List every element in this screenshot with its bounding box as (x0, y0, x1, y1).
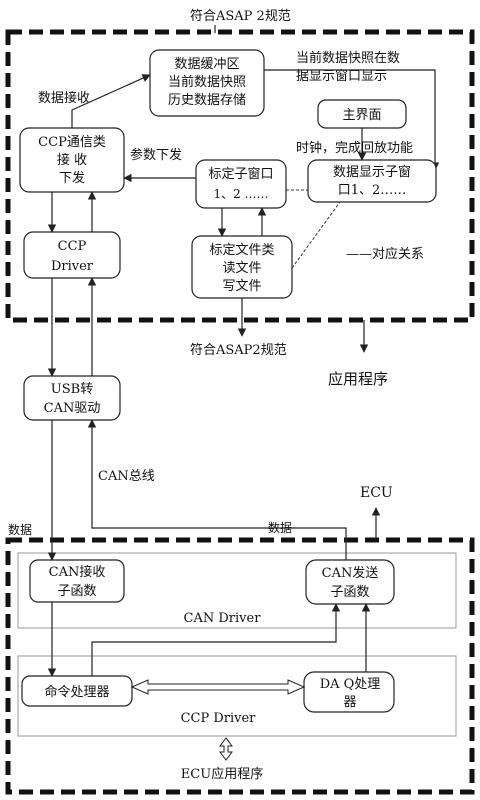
usb-can-box (23, 375, 121, 421)
data-display-line-1: 数据显示子窗 (333, 164, 411, 180)
data-display-box (307, 159, 437, 203)
data-buffer-line-1: 数据缓冲区 (174, 57, 239, 72)
data-display-line-2: 口1、2…… (338, 183, 407, 198)
can-driver-region (17, 552, 457, 629)
cmd-proc-label: 命令处理器 (44, 684, 109, 700)
calib-window-line-2: 1、2 …… (213, 187, 268, 201)
can-bus-label: CAN总线 (98, 469, 155, 484)
can-send-box (305, 559, 395, 605)
ccp-comm-line-2: 接 收 (57, 152, 87, 168)
ccp-driver-app-line-1: CCP (58, 239, 87, 254)
can-send-to-usb-arrow (87, 419, 347, 560)
main-ui-label: 主界面 (342, 108, 381, 123)
data-buffer-line-2: 当前数据快照 (168, 74, 246, 90)
param-send-label: 参数下发 (130, 147, 182, 163)
can-recv-line-2: 子函数 (57, 584, 96, 599)
snapshot-label-line-2: 据显示窗口显示 (296, 68, 387, 84)
snapshot-label-line-1: 当前数据快照在数 (296, 50, 400, 66)
ccp-driver-app-line-2: Driver (51, 259, 94, 274)
data-buffer-line-3: 历史数据存储 (168, 93, 246, 108)
daq-proc-box (303, 671, 395, 713)
ccp-driver-region (17, 655, 457, 737)
ccp-comm-line-3: 下发 (59, 170, 85, 186)
can-recv-box (29, 559, 125, 603)
usb-can-line-1: USB转 (51, 382, 93, 397)
cmd-proc-box (21, 675, 133, 707)
ecu-label: ECU (360, 485, 393, 501)
asap-top-label: 符合ASAP 2规范 (190, 8, 291, 24)
calib-window-box (195, 159, 287, 209)
ccp-driver-region-label: CCP Driver (181, 711, 257, 726)
ecu-app-label: ECU应用程序 (181, 766, 263, 782)
cmd-to-send-arrow (91, 603, 341, 676)
mapping-dotted-2 (291, 201, 341, 269)
ccp-comm-line-1: CCP通信类 (38, 135, 106, 150)
ecu-app-double-arrow (219, 737, 233, 761)
data-buffer-box (149, 49, 265, 117)
usb-can-line-2: CAN驱动 (44, 401, 101, 416)
mapping-label: ——对应关系 (346, 246, 424, 262)
asap-bottom-label: 符合ASAP2规范 (190, 342, 287, 358)
calib-window-line-1: 标定子窗口 (208, 166, 273, 182)
clock-replay-label: 时钟，完成回放功能 (296, 140, 413, 156)
app-program-label: 应用程序 (328, 370, 388, 388)
can-send-line-2: 子函数 (330, 585, 369, 600)
data-receive-label: 数据接收 (38, 90, 90, 106)
ecu-container (5, 537, 475, 795)
can-send-line-1: CAN发送 (322, 565, 379, 581)
cmd-daq-double-arrow (130, 679, 306, 695)
calib-file-line-2: 读文件 (222, 261, 261, 276)
can-recv-line-1: CAN接收 (49, 564, 106, 580)
ccp-comm-box (19, 127, 125, 193)
ccp-driver-app-box (23, 231, 121, 279)
calib-file-line-1: 标定文件类 (209, 243, 274, 258)
daq-proc-line-1: DA Q处理 (320, 677, 381, 692)
daq-proc-line-2: 器 (343, 695, 356, 710)
can-driver-label: CAN Driver (184, 611, 262, 626)
calib-file-line-3: 写文件 (222, 279, 261, 294)
snapshot-arrow (264, 69, 440, 171)
application-container (5, 29, 475, 323)
data-receive-arrow (71, 74, 151, 128)
data-left-label: 数据 (8, 522, 32, 537)
